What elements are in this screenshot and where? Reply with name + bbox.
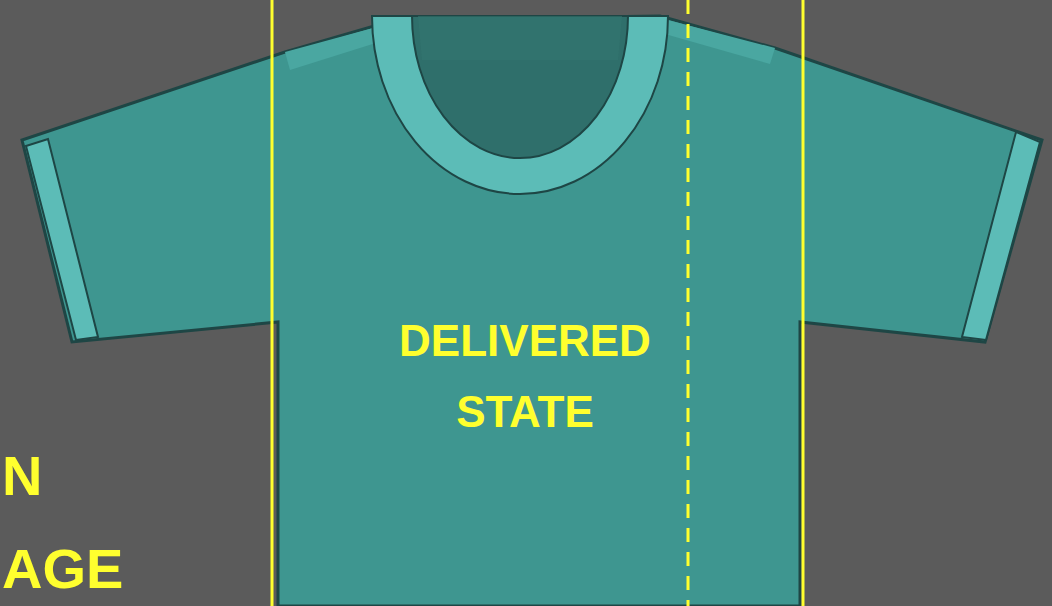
shoulder-seam [658, 18, 775, 64]
shirt-body [22, 16, 1042, 606]
boundary-line [271, 0, 274, 606]
sleeve-cuff [26, 139, 98, 340]
cut-off-label: N [2, 446, 42, 506]
dashed-line [687, 0, 690, 606]
sleeve-cuff [962, 132, 1040, 340]
boundary-line [802, 0, 805, 606]
neck-opening [412, 16, 628, 158]
cut-off-label: AGE [2, 540, 123, 598]
collar [372, 16, 668, 194]
state-label: DELIVERED STATE [380, 305, 670, 447]
side-seam [799, 330, 801, 606]
side-seam [277, 330, 279, 606]
back-collar [418, 16, 622, 60]
